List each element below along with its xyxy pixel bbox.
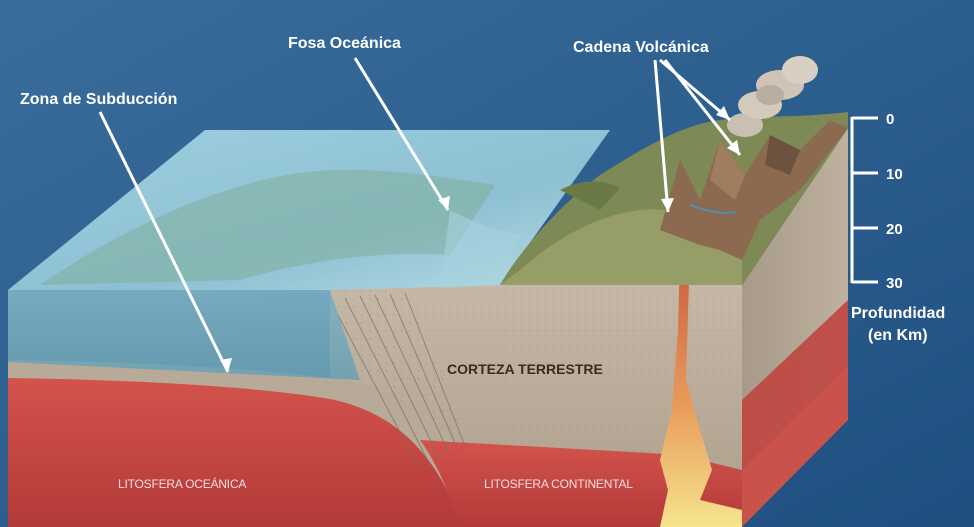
label-crust: CORTEZA TERRESTRE	[447, 361, 603, 377]
depth-tick-10: 10	[886, 166, 903, 183]
label-continental-lithosphere: LITOSFERA CONTINENTAL	[484, 477, 633, 491]
label-volcanic-chain: Cadena Volcánica	[573, 39, 709, 56]
depth-tick-20: 20	[886, 221, 903, 238]
depth-tick-0: 0	[886, 111, 894, 128]
label-trench: Fosa Oceánica	[288, 35, 401, 52]
depth-tick-30: 30	[886, 275, 903, 292]
depth-unit: (en Km)	[868, 327, 928, 344]
label-oceanic-lithosphere: LITOSFERA OCEÁNICA	[118, 476, 246, 491]
depth-title: Profundidad	[851, 305, 945, 322]
label-subduction-zone: Zona de Subducción	[20, 91, 177, 108]
